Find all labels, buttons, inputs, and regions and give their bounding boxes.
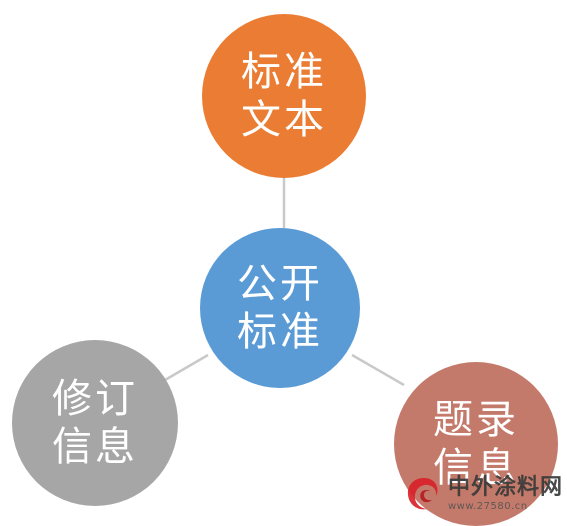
- watermark-site-name: 中外涂料网: [448, 474, 564, 500]
- node-revision-info-line2: 信息: [52, 424, 138, 470]
- node-public-standard-line2: 标准: [237, 309, 323, 355]
- connector-center-left: [164, 353, 209, 382]
- node-standard-text-line1: 标准: [241, 49, 327, 95]
- node-standard-text: 标准 文本: [202, 14, 366, 178]
- watermark: 中外涂料网 www.27580.cn: [404, 472, 563, 516]
- watermark-url: www.27580.cn: [448, 500, 528, 512]
- node-revision-info-line1: 修订: [52, 376, 138, 422]
- node-public-standard: 公开 标准: [200, 228, 360, 388]
- connector-center-right: [351, 353, 405, 387]
- node-catalog-info-line2: 信息: [433, 445, 519, 491]
- node-standard-text-line2: 文本: [241, 97, 327, 143]
- node-revision-info: 修订 信息: [12, 340, 178, 506]
- swirl-logo-icon: [407, 478, 438, 510]
- node-catalog-info-line1: 题录: [433, 397, 519, 443]
- node-public-standard-line1: 公开: [237, 261, 323, 307]
